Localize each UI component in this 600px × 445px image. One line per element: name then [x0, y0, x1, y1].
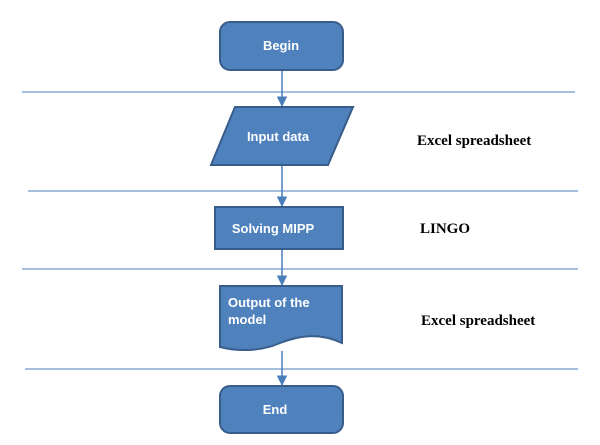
- begin-terminator: [219, 21, 344, 71]
- input-data-parallelogram: [209, 106, 355, 166]
- solving-mipp-process: [214, 206, 344, 250]
- tool-label-input: Excel spreadsheet: [417, 133, 531, 149]
- tool-label-output: Excel spreadsheet: [421, 313, 535, 329]
- output-label-line1: Output of the: [228, 295, 310, 310]
- solving-mipp-label: Solving MIPP: [232, 221, 315, 236]
- begin-label: Begin: [263, 38, 299, 53]
- input-data-label: Input data: [247, 129, 310, 144]
- output-label-line2: model: [228, 312, 266, 327]
- tool-label-solve: LINGO: [420, 221, 470, 237]
- output-document-shape: [219, 285, 343, 352]
- end-label: End: [263, 402, 288, 417]
- end-terminator: [219, 385, 344, 434]
